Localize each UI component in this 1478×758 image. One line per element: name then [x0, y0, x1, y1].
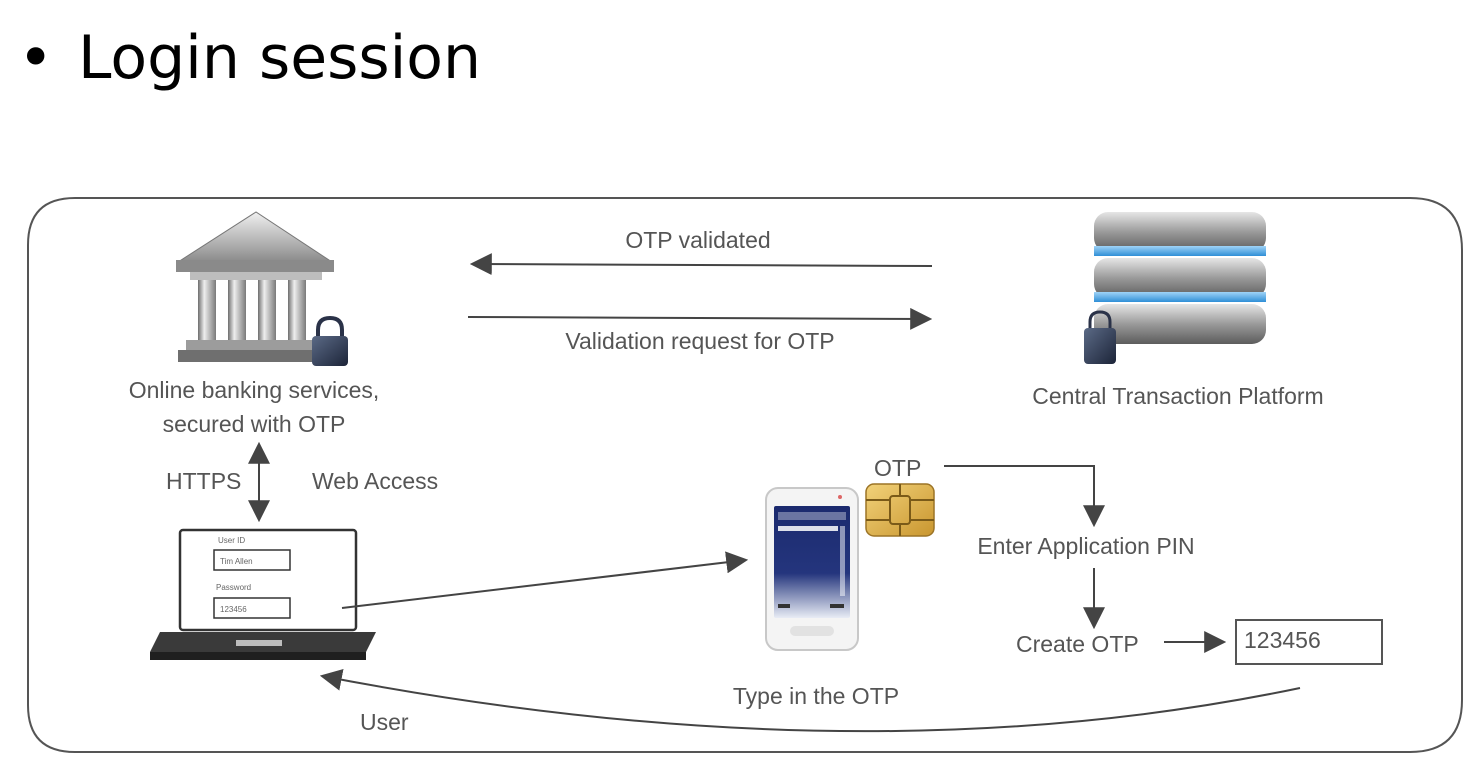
- laptop-to-phone-arrow: [341, 551, 749, 609]
- slide-title: •Login session: [18, 28, 481, 88]
- https-label: HTTPS: [166, 468, 241, 494]
- otp-label: OTP: [874, 455, 921, 481]
- title-bullet: •: [18, 23, 54, 93]
- server-icon: [1094, 212, 1266, 344]
- bank-icon: [176, 211, 334, 362]
- bank-caption-line2: secured with OTP: [163, 411, 346, 437]
- central-platform-caption: Central Transaction Platform: [1032, 383, 1323, 409]
- otp-validated-arrow: [469, 253, 933, 276]
- validation-request-arrow: [467, 307, 933, 330]
- laptop-password-label: Password: [216, 583, 251, 592]
- otp-to-pin-arrow: [944, 465, 1105, 528]
- laptop-icon: User ID Tim Allen Password 123456: [150, 528, 376, 660]
- user-label: User: [360, 709, 409, 735]
- otp-validated-label: OTP validated: [625, 227, 770, 253]
- web-access-label: Web Access: [312, 468, 438, 494]
- otp-value-box: [1235, 619, 1383, 665]
- laptop-password-value: 123456: [220, 605, 247, 614]
- enter-pin-label: Enter Application PIN: [977, 533, 1194, 559]
- sim-chip-icon: [865, 483, 935, 537]
- bank-caption-line1: Online banking services,: [129, 377, 380, 403]
- lock-icon: [1084, 310, 1116, 364]
- lock-icon: [312, 315, 348, 366]
- type-otp-label: Type in the OTP: [733, 683, 899, 709]
- otp-value: 123456: [1244, 627, 1321, 653]
- title-text: Login session: [78, 23, 482, 93]
- user-return-arrow: [319, 668, 1301, 733]
- phone-icon: [765, 487, 859, 651]
- validation-request-label: Validation request for OTP: [565, 328, 834, 354]
- create-otp-label: Create OTP: [1016, 631, 1139, 657]
- diagram-frame: [27, 197, 1463, 753]
- laptop-user-id-label: User ID: [218, 536, 245, 545]
- laptop-user-id-value: Tim Allen: [220, 557, 253, 566]
